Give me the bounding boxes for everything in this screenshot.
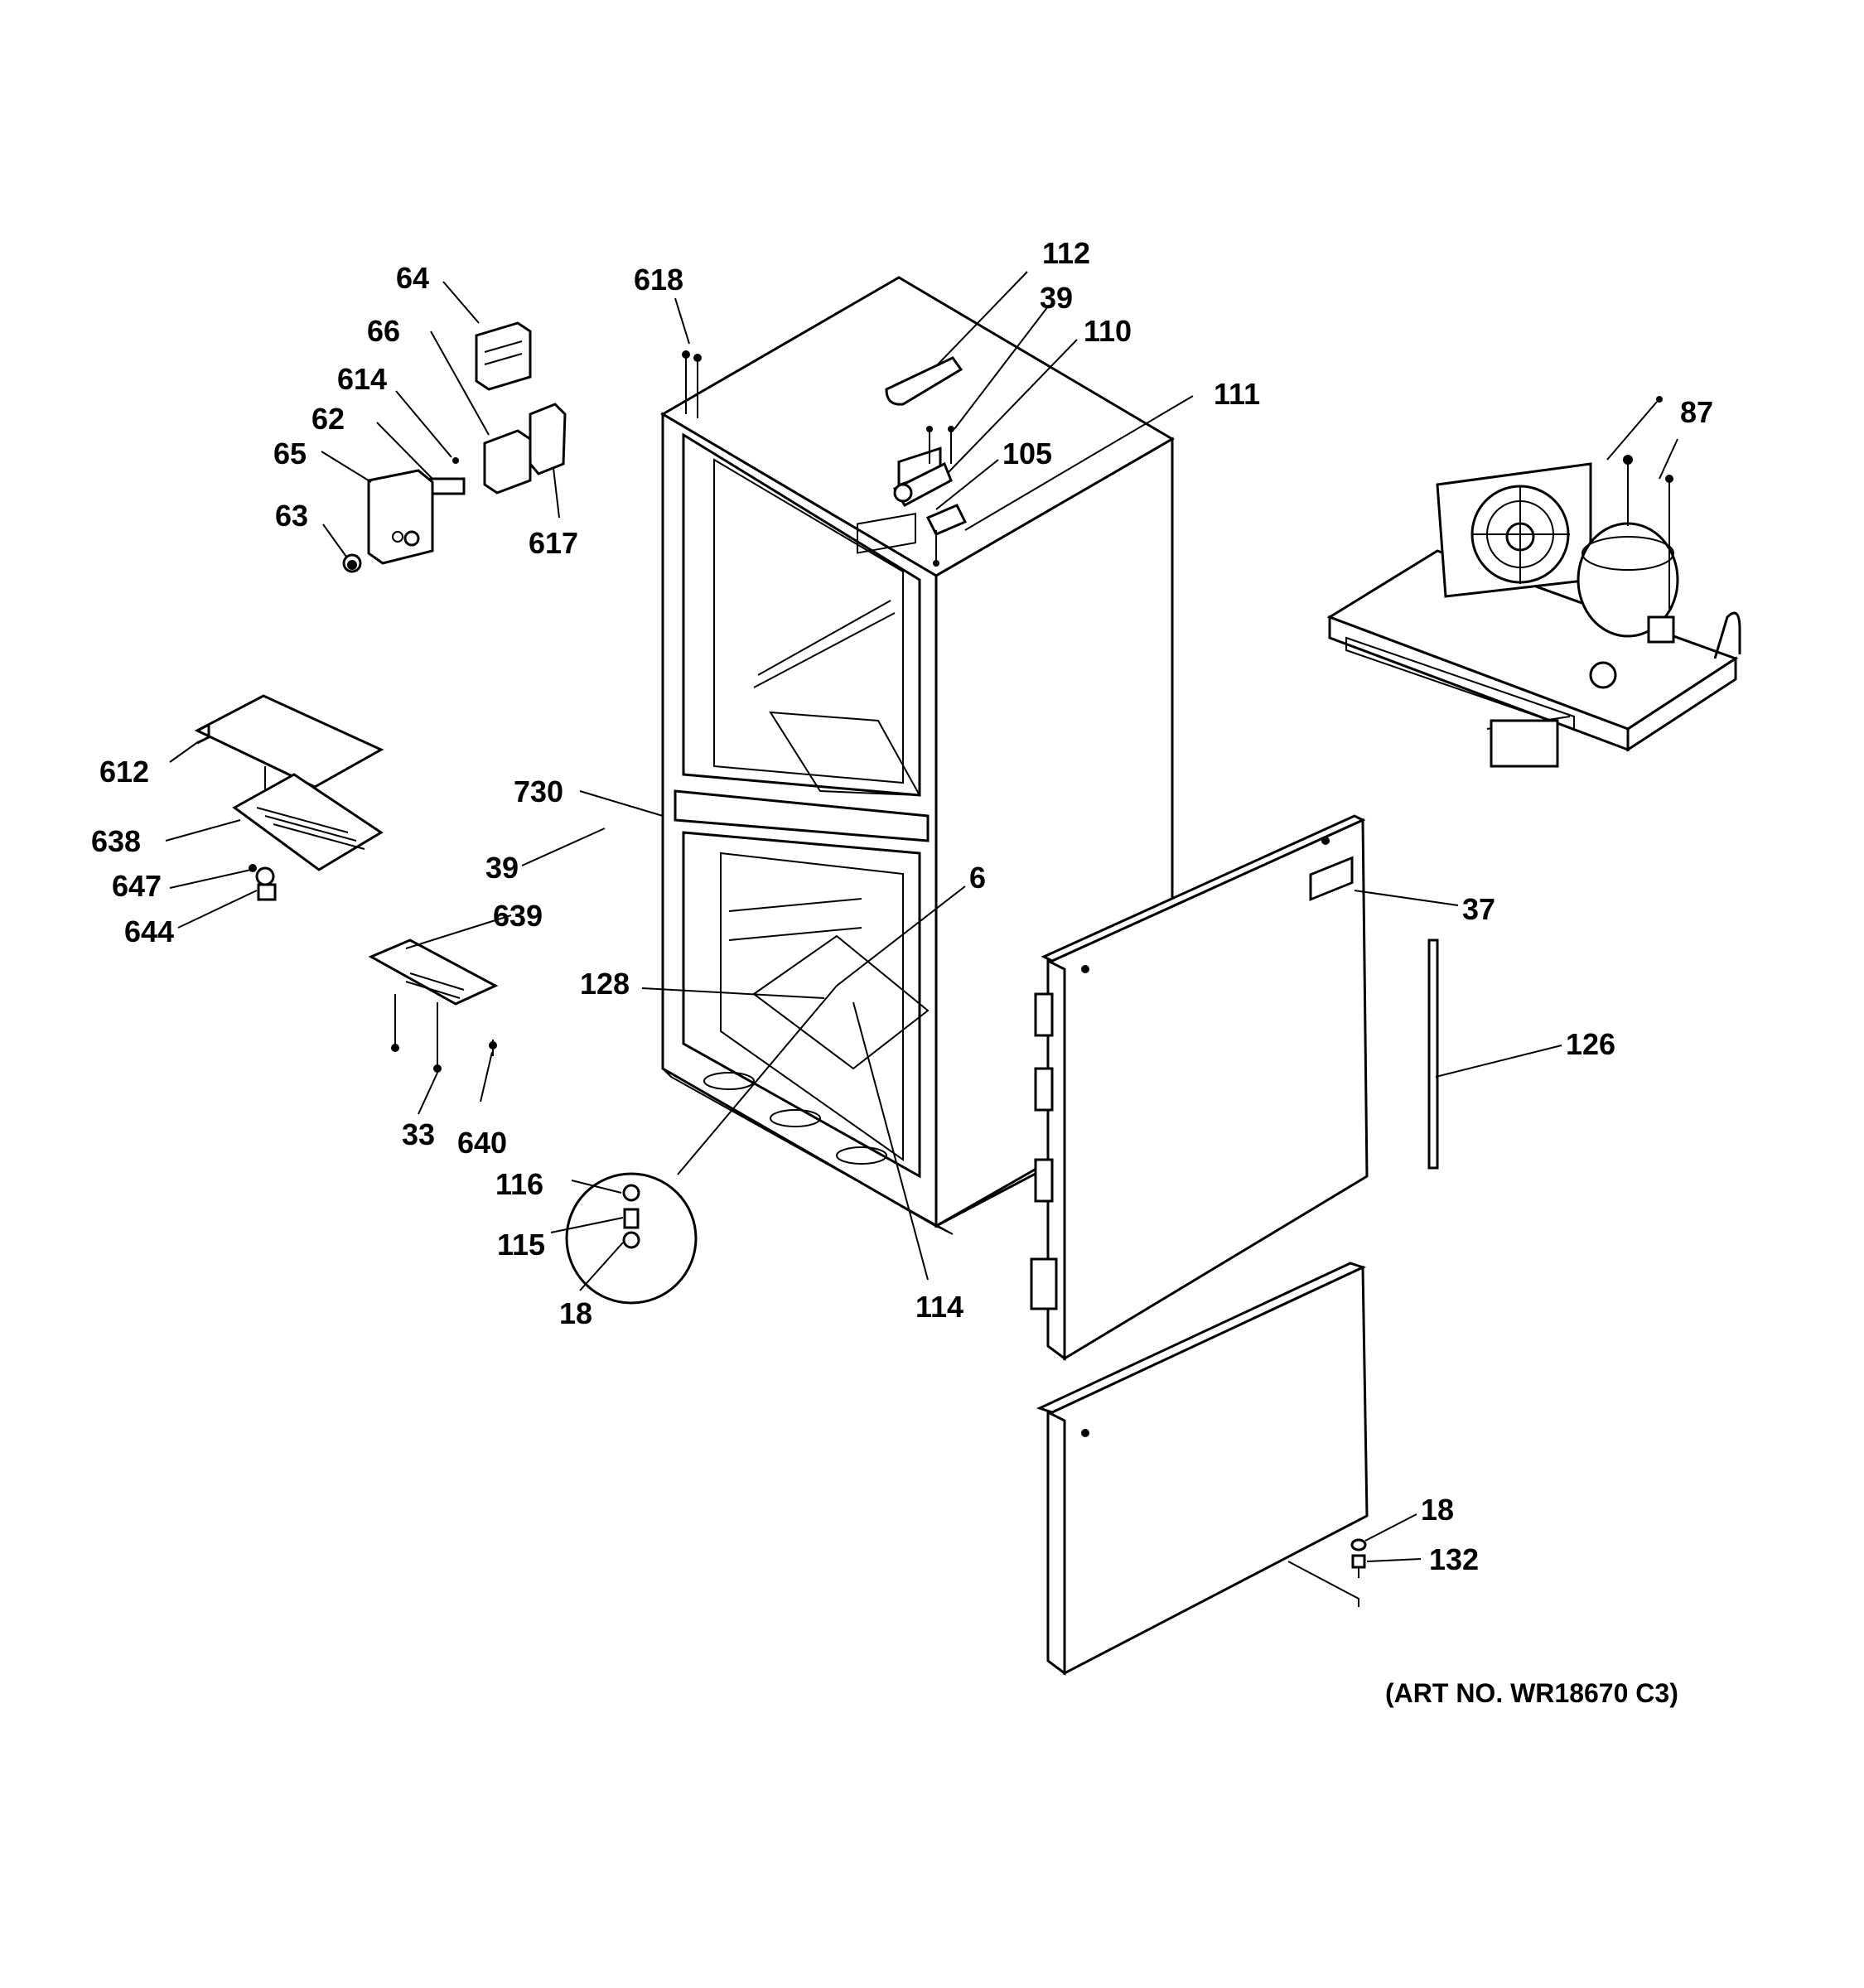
callout-638: 638	[91, 824, 141, 858]
callout-65: 65	[273, 437, 307, 470]
callout-6: 6	[969, 861, 986, 895]
callout-647: 647	[112, 869, 162, 903]
callout-62: 62	[311, 402, 345, 436]
door-gasket-strip	[1427, 939, 1439, 1170]
callout-132: 132	[1429, 1542, 1479, 1576]
callout-39-top: 39	[1040, 281, 1073, 315]
callout-126: 126	[1566, 1027, 1615, 1061]
roller-detail-magnifier	[565, 1172, 698, 1305]
callout-18-door: 18	[1421, 1493, 1454, 1527]
freezer-bracket-639	[368, 939, 499, 1073]
callout-644: 644	[124, 914, 174, 948]
callout-63: 63	[275, 499, 308, 533]
control-housing-assembly	[342, 321, 567, 573]
callout-639: 639	[493, 899, 543, 933]
top-hinge-assembly	[885, 356, 968, 567]
callout-105: 105	[1002, 437, 1052, 470]
leader-lines	[165, 271, 1678, 1562]
callout-87: 87	[1680, 395, 1713, 429]
callout-110: 110	[1084, 314, 1132, 348]
callout-33: 33	[402, 1117, 435, 1151]
refrigerator-cabinet	[660, 276, 1175, 1235]
callout-116: 116	[495, 1167, 543, 1201]
callout-614: 614	[337, 362, 387, 396]
freezer-door	[1036, 1262, 1369, 1676]
callout-128: 128	[580, 967, 630, 1001]
callout-617: 617	[529, 526, 578, 560]
machine-compartment-assembly	[1326, 396, 1741, 768]
callout-115: 115	[497, 1228, 545, 1262]
callout-66: 66	[367, 314, 400, 348]
callout-111: 111	[1214, 377, 1260, 411]
callout-640: 640	[457, 1126, 507, 1160]
callout-37: 37	[1462, 892, 1495, 926]
callout-114: 114	[915, 1290, 963, 1324]
screw-618-parts	[682, 350, 702, 418]
callout-labels: 64 66 614 62 65 63 617 618 112 39 110 11…	[91, 236, 1713, 1576]
callout-612: 612	[99, 755, 149, 789]
callout-618: 618	[634, 263, 683, 297]
callout-64: 64	[396, 261, 429, 295]
callout-112: 112	[1042, 236, 1090, 270]
evaporator-cover-brackets	[194, 694, 384, 901]
art-number-caption: (ART NO. WR18670 C3)	[1385, 1678, 1678, 1708]
fresh-food-door	[1030, 814, 1369, 1361]
callout-730: 730	[514, 774, 563, 808]
callout-18-detail: 18	[559, 1296, 592, 1330]
callout-39-left: 39	[485, 851, 519, 885]
